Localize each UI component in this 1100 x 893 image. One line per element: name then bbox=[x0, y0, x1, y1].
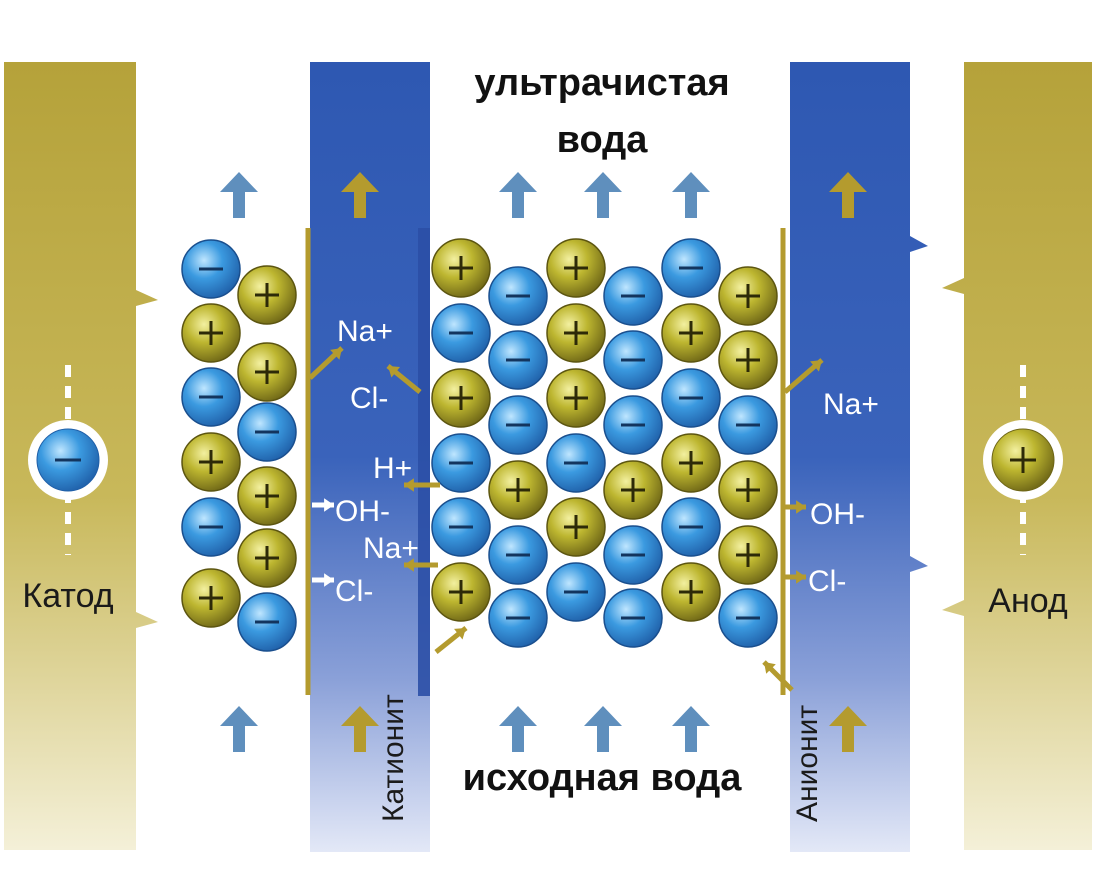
label-ultrapure-line2: вода bbox=[557, 119, 649, 161]
cation-resin-bead bbox=[431, 562, 491, 622]
flow-arrow-up bbox=[829, 706, 867, 752]
anion-resin-bead bbox=[237, 592, 297, 652]
anion-resin-bead bbox=[181, 367, 241, 427]
ion-na-left-lower: Na+ bbox=[363, 532, 419, 565]
anion-resin-bead bbox=[431, 497, 491, 557]
label-anionite: Анионит bbox=[791, 705, 824, 822]
cation-resin-bead bbox=[181, 568, 241, 628]
anion-resin-bead bbox=[718, 588, 778, 648]
cation-resin-bead bbox=[237, 528, 297, 588]
anion-resin-bead bbox=[718, 395, 778, 455]
cathode-symbol bbox=[28, 365, 108, 555]
cation-resin-bead bbox=[237, 342, 297, 402]
transport-arrow bbox=[404, 558, 438, 572]
flow-arrow-up bbox=[499, 172, 537, 218]
ion-na-right: Na+ bbox=[823, 388, 879, 421]
cation-resin-bead bbox=[546, 368, 606, 428]
anionite-membrane bbox=[790, 62, 928, 852]
ion-cl-right: Cl- bbox=[808, 565, 846, 598]
anion-resin-bead bbox=[488, 266, 548, 326]
cation-resin-bead bbox=[488, 460, 548, 520]
anion-resin-bead bbox=[181, 239, 241, 299]
ion-h-left: H+ bbox=[373, 452, 412, 485]
anion-resin-bead bbox=[603, 330, 663, 390]
flow-arrow-up bbox=[220, 706, 258, 752]
cation-resin-bead bbox=[237, 265, 297, 325]
transport-arrow bbox=[386, 364, 422, 394]
label-feed-water: исходная вода bbox=[463, 757, 743, 799]
anion-resin-bead bbox=[603, 266, 663, 326]
cation-resin-bead bbox=[546, 497, 606, 557]
cation-resin-bead bbox=[718, 460, 778, 520]
cation-resin-bead bbox=[431, 238, 491, 298]
ion-cl-left-lower: Cl- bbox=[335, 575, 373, 608]
cation-resin-bead bbox=[431, 368, 491, 428]
flow-arrow-up bbox=[672, 706, 710, 752]
flow-arrow-up bbox=[584, 706, 622, 752]
label-cathode: Катод bbox=[22, 577, 113, 615]
anion-resin-bead bbox=[603, 588, 663, 648]
anode-symbol bbox=[983, 365, 1063, 555]
transport-arrow bbox=[434, 626, 468, 654]
anion-resin-bead bbox=[488, 330, 548, 390]
cation-resin-bead bbox=[661, 433, 721, 493]
anion-resin-bead bbox=[661, 368, 721, 428]
anion-resin-bead bbox=[661, 497, 721, 557]
flow-arrow-up bbox=[584, 172, 622, 218]
cation-resin-bead bbox=[603, 460, 663, 520]
cation-resin-bead bbox=[718, 330, 778, 390]
anion-resin-bead bbox=[181, 497, 241, 557]
transport-arrow bbox=[762, 660, 794, 692]
flow-arrow-up bbox=[499, 706, 537, 752]
anion-resin-bead bbox=[488, 395, 548, 455]
cation-resin-bead bbox=[181, 432, 241, 492]
anion-resin-bead bbox=[546, 562, 606, 622]
ion-oh-left: OH- bbox=[335, 495, 390, 528]
anion-resin-bead bbox=[431, 303, 491, 363]
flow-arrow-up bbox=[341, 706, 379, 752]
anion-resin-bead bbox=[603, 395, 663, 455]
cation-resin-bead bbox=[237, 466, 297, 526]
label-ultrapure-line1: ультрачистая bbox=[474, 62, 729, 104]
flow-arrow-up bbox=[220, 172, 258, 218]
transport-arrow bbox=[404, 478, 440, 492]
anion-resin-bead bbox=[431, 433, 491, 493]
ion-cl-left: Cl- bbox=[350, 382, 388, 415]
flow-arrow-up bbox=[672, 172, 710, 218]
cation-resin-bead bbox=[661, 562, 721, 622]
anion-resin-bead bbox=[603, 525, 663, 585]
transport-arrow bbox=[783, 358, 824, 394]
cation-resin-bead bbox=[718, 525, 778, 585]
transport-arrow bbox=[308, 346, 344, 380]
anion-resin-bead bbox=[488, 588, 548, 648]
transport-arrow bbox=[312, 498, 334, 512]
anion-resin-bead bbox=[546, 433, 606, 493]
anion-resin-bead bbox=[237, 402, 297, 462]
label-cationite: Катионит bbox=[377, 694, 410, 822]
anion-resin-bead bbox=[488, 525, 548, 585]
cation-resin-bead bbox=[546, 303, 606, 363]
cation-resin-bead bbox=[718, 266, 778, 326]
cation-resin-bead bbox=[181, 303, 241, 363]
transport-arrow bbox=[783, 500, 806, 514]
flow-arrow-up bbox=[829, 172, 867, 218]
ion-oh-right: OH- bbox=[810, 498, 865, 531]
cation-resin-bead bbox=[546, 238, 606, 298]
transport-arrow bbox=[312, 573, 334, 587]
anion-resin-bead bbox=[661, 238, 721, 298]
transport-arrow bbox=[783, 570, 806, 584]
ion-na-left: Na+ bbox=[337, 315, 393, 348]
label-anode: Анод bbox=[988, 582, 1068, 620]
cation-resin-bead bbox=[661, 303, 721, 363]
flow-arrow-up bbox=[341, 172, 379, 218]
